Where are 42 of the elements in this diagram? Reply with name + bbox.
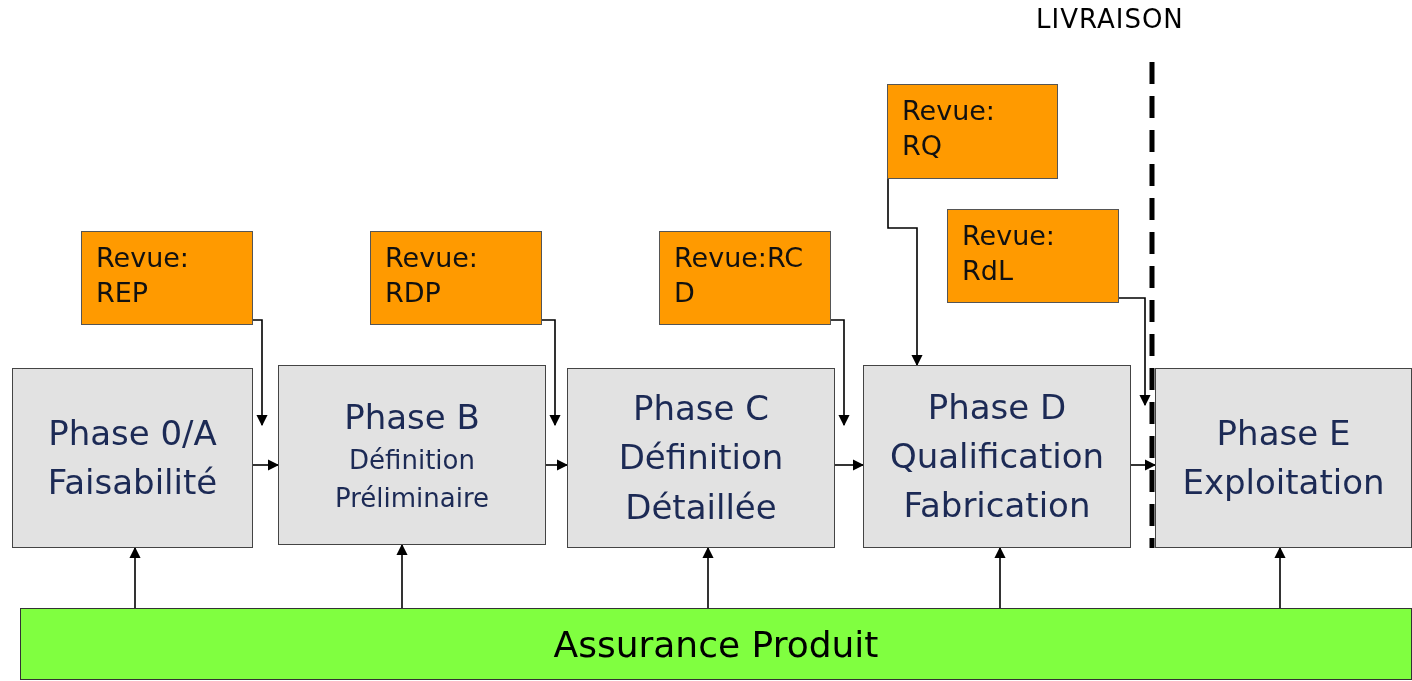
arrow: [702, 546, 714, 609]
review-label: Revue: RdL: [962, 219, 1056, 289]
phase-title: Phase E: [1216, 411, 1351, 455]
phase-title: Phase D: [927, 385, 1067, 429]
phase-title: Phase C: [632, 387, 770, 431]
arrow: [1274, 546, 1286, 609]
arrow: [129, 546, 141, 609]
review-label: Revue:RC D: [674, 241, 805, 311]
review-box: [81, 231, 253, 325]
phase-box: [863, 365, 1131, 548]
review-box: [947, 209, 1119, 303]
review-label: Revue: REP: [96, 241, 190, 311]
review-label: Revue: RDP: [385, 241, 479, 311]
arrow: [994, 546, 1006, 609]
arrow: [541, 319, 561, 427]
review-label: Revue: RQ: [902, 94, 996, 164]
arrow: [252, 459, 280, 471]
phase-box: [567, 368, 835, 548]
milestone-label: LIVRAISON: [1036, 4, 1184, 34]
phase-subtitle: Exploitation: [1182, 461, 1385, 504]
phase-title: Phase B: [344, 395, 480, 439]
arrow: [252, 319, 268, 427]
arrow: [396, 543, 408, 609]
phase-box: [12, 368, 253, 548]
arrow: [1130, 459, 1157, 471]
phase-subtitle: Définition Détaillée: [617, 436, 785, 529]
phase-title: Phase 0/A: [48, 411, 217, 455]
phase-subtitle: Définition Préliminaire: [333, 443, 491, 515]
bar-label: Assurance Produit: [553, 623, 879, 665]
phase-subtitle: Faisabilité: [47, 461, 218, 504]
review-box: [887, 84, 1058, 179]
arrow: [834, 459, 865, 471]
product-assurance-bar: [20, 608, 1412, 680]
phase-subtitle: Qualification Fabrication: [888, 434, 1106, 528]
review-box: [659, 231, 831, 325]
review-box: [370, 231, 542, 325]
arrow: [1118, 297, 1151, 407]
arrow: [887, 178, 923, 367]
arrow: [545, 459, 569, 471]
phase-box: [278, 365, 546, 545]
arrow: [830, 319, 850, 427]
phase-box: [1155, 368, 1412, 548]
